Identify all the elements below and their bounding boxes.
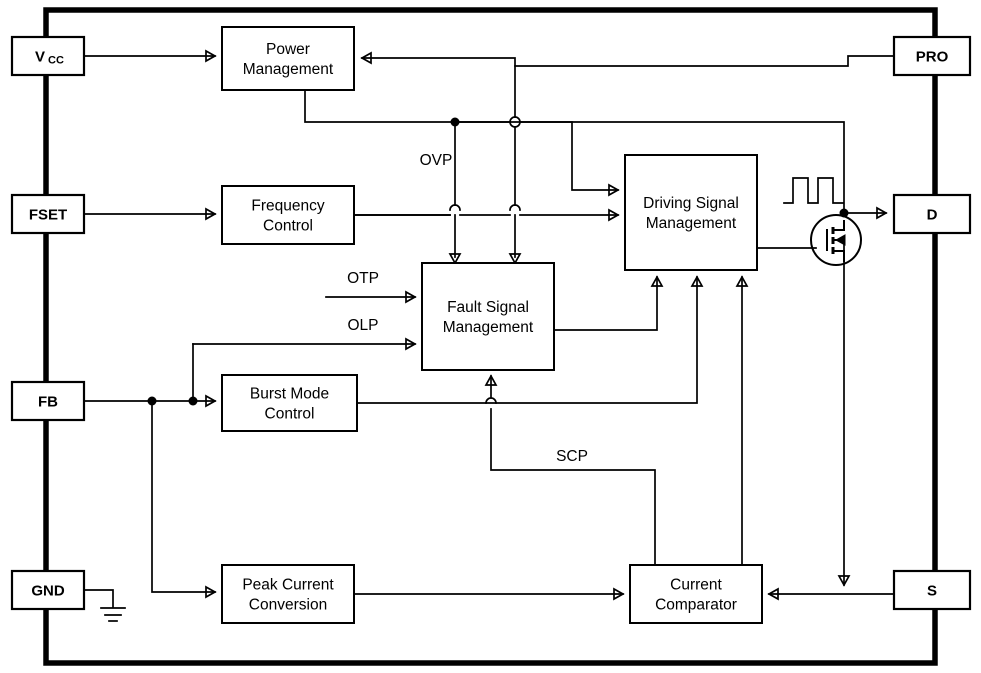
pwm-waveform-symbol <box>783 177 844 204</box>
wire-layer <box>83 49 895 601</box>
pin-s[interactable]: S <box>892 569 972 611</box>
block-label-driving-signal-management-line2: Management <box>646 215 737 232</box>
pin-d[interactable]: D <box>892 193 972 235</box>
pin-fb[interactable]: FB <box>10 380 86 422</box>
pin-rect-s <box>892 569 972 611</box>
signal-labels-layer: OVP OTP OLP SCP <box>347 152 588 465</box>
block-label-peak-current-conversion-line2: Conversion <box>249 597 327 614</box>
wire-scp-to-fault-signal <box>490 375 656 566</box>
pin-gnd[interactable]: GND <box>10 569 86 611</box>
pin-rect-pro <box>892 35 972 77</box>
pin-label-s: S <box>927 583 937 600</box>
wire-fault-to-driving-signal <box>553 276 658 331</box>
block-rect-fault-signal-management <box>421 262 555 371</box>
wire-power-management-to-ovp-bus <box>304 89 456 123</box>
block-rect-power-management <box>221 26 355 91</box>
block-rect-current-comparator <box>629 564 763 624</box>
wire-pro-to-power-management <box>361 55 895 67</box>
block-label-power-management-line2: Management <box>243 61 334 78</box>
block-label-fault-signal-management-line1: Fault Signal <box>447 299 529 316</box>
pin-label-gnd: GND <box>31 583 65 600</box>
pin-fset[interactable]: FSET <box>10 193 86 235</box>
signal-label-olp: OLP <box>347 317 378 334</box>
block-rect-driving-signal-management <box>624 154 758 271</box>
pin-label-sub-vcc: CC <box>48 55 64 67</box>
pin-pro[interactable]: PRO <box>892 35 972 77</box>
pin-label-fb: FB <box>38 394 58 411</box>
pin-rect-gnd <box>10 569 86 611</box>
pin-rect-fset <box>10 193 86 235</box>
block-rect-peak-current-conversion <box>221 564 355 624</box>
pin-rect-fb <box>10 380 86 422</box>
block-label-burst-mode-control-line1: Burst Mode <box>250 386 329 403</box>
block-label-current-comparator-line2: Comparator <box>655 597 737 614</box>
wire-to-driving-signal-upper <box>454 121 619 191</box>
signal-label-ovp: OVP <box>420 152 453 169</box>
junction-dot-fb-2 <box>188 396 198 406</box>
signal-label-scp: SCP <box>556 448 588 465</box>
block-rect-frequency-control <box>221 185 355 245</box>
block-label-frequency-control-line2: Control <box>263 218 313 235</box>
pin-label-vcc: V <box>35 49 45 66</box>
ground-symbol <box>83 589 126 622</box>
block-rect-burst-mode-control <box>221 374 358 432</box>
pin-rect-vcc <box>10 35 86 77</box>
pin-label-pro: PRO <box>916 49 949 66</box>
block-label-frequency-control-line1: Frequency <box>251 198 324 215</box>
signal-label-otp: OTP <box>347 270 379 287</box>
block-label-fault-signal-management-line2: Management <box>443 319 534 336</box>
ic-outer-frame <box>43 7 938 666</box>
wire-fb-to-peak-current <box>151 400 216 593</box>
block-label-driving-signal-management-line1: Driving Signal <box>643 195 739 212</box>
block-label-current-comparator-line1: Current <box>670 577 722 594</box>
pin-label-fset: FSET <box>29 207 67 224</box>
block-label-burst-mode-control-line2: Control <box>265 406 315 423</box>
pin-label-d: D <box>927 207 938 224</box>
block-label-power-management-line1: Power <box>266 41 310 58</box>
wire-burst-mode-to-driving-signal <box>356 276 698 404</box>
block-label-peak-current-conversion-line1: Peak Current <box>242 577 334 594</box>
pin-rect-d <box>892 193 972 235</box>
n-channel-mosfet-symbol <box>810 214 862 266</box>
